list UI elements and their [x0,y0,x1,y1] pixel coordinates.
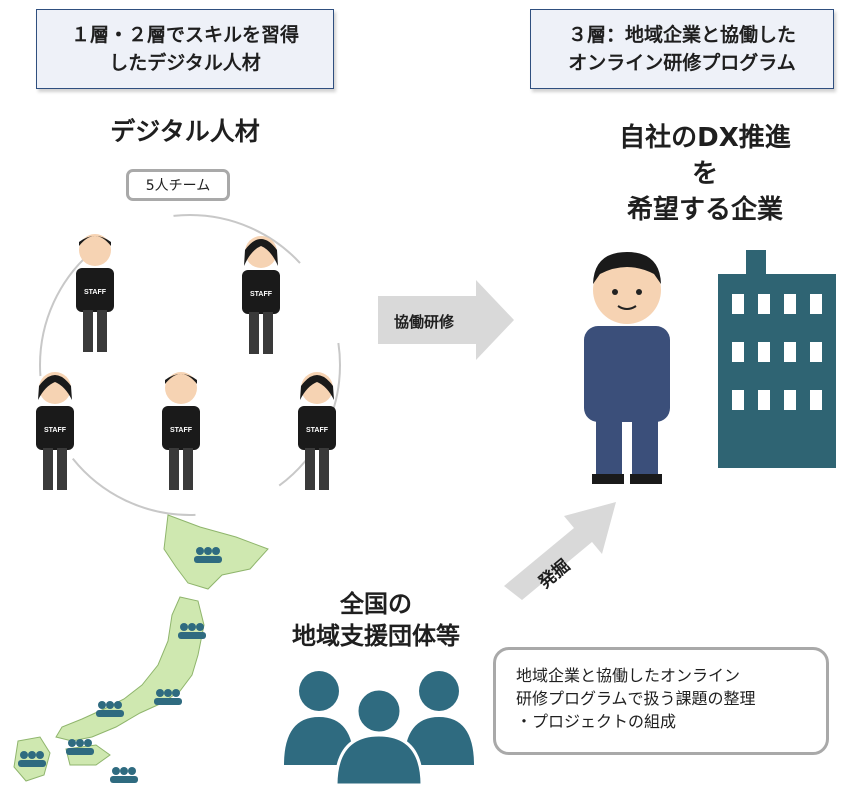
company-title-line2: を [691,159,718,189]
people-marker [18,547,222,783]
collab-arrow [378,280,514,360]
digital-talent-title: デジタル人材 [110,117,260,146]
header-right-line1: ３層：地域企業と協働した [567,24,796,46]
header-left-line1: １層・２層でスキルを習得 [70,24,299,46]
staff-figure: STAFF [76,234,114,352]
svg-text:STAFF: STAFF [306,427,329,434]
worker-figure [584,252,670,484]
team-label: 5人チーム [145,178,211,194]
header-right-line2: オンライン研修プログラム [568,52,796,74]
description-box: 地域企業と協働したオンライン 研修プログラムで扱う課題の整理 ・プロジェクトの組… [493,647,829,755]
japan-map [13,514,269,783]
company-title-line1: 自社のDX推進 [619,123,791,153]
group-people-icon [284,671,474,785]
team-circle [39,214,341,516]
company-title-line3: 希望する企業 [626,195,783,225]
collab-arrow-label: 協働研修 [394,313,455,331]
regional-title-line1: 全国の [340,590,412,618]
staff-shirt-text: STAFF [84,289,107,296]
description-line1: 地域企業と協働したオンライン [516,666,741,685]
team-label-box: 5人チーム [126,169,230,201]
regional-title: 全国の 地域支援団体等 [266,588,486,652]
description-line2: 研修プログラムで扱う課題の整理 [516,689,756,708]
svg-text:STAFF: STAFF [44,427,67,434]
svg-text:STAFF: STAFF [170,427,193,434]
building-icon [718,250,836,468]
svg-text:STAFF: STAFF [250,291,273,298]
staff-figure: STAFF [36,372,74,490]
honshu-shape [55,596,205,742]
regional-title-line2: 地域支援団体等 [292,622,460,650]
staff-figure: STAFF [162,372,200,490]
header-right-box: ３層：地域企業と協働した オンライン研修プログラム [530,9,834,89]
discover-arrow [504,502,616,600]
staff-figure: STAFF [242,236,280,354]
team-diagram: STAFF STAFF STAFF STAFF STAFF [36,214,341,516]
company-title: 自社のDX推進 を 希望する企業 [580,120,830,228]
header-left-box: １層・２層でスキルを習得 したデジタル人材 [36,9,334,89]
staff-figure: STAFF [298,372,336,490]
header-left-line2: したデジタル人材 [109,52,261,74]
description-line3: ・プロジェクトの組成 [516,712,677,731]
